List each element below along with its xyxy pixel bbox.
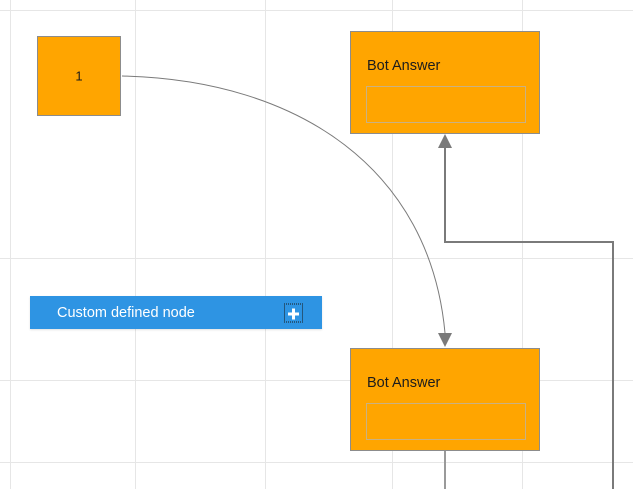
grid-line-vertical: [265, 0, 266, 489]
plus-icon[interactable]: [284, 303, 303, 322]
grid-line-horizontal: [0, 10, 633, 11]
grid-line-horizontal: [0, 380, 633, 381]
node-bot-answer-bottom[interactable]: Bot Answer: [350, 348, 540, 451]
grid-line-horizontal: [0, 258, 633, 259]
node-bot-answer-top[interactable]: Bot Answer: [350, 31, 540, 134]
node-bot-answer-top-slot[interactable]: [366, 86, 526, 123]
custom-defined-node-bar[interactable]: Custom defined node: [30, 296, 322, 329]
plus-icon-vertical-bar: [292, 308, 295, 319]
node-bot-answer-bottom-title: Bot Answer: [367, 375, 441, 391]
grid-line-horizontal: [0, 462, 633, 463]
node-bot-answer-bottom-slot[interactable]: [366, 403, 526, 440]
node-bot-answer-top-title: Bot Answer: [367, 58, 441, 74]
node-1-label: 1: [75, 68, 83, 84]
custom-defined-node-label: Custom defined node: [57, 304, 195, 321]
node-1[interactable]: 1: [37, 36, 121, 116]
grid-line-vertical: [135, 0, 136, 489]
grid-line-vertical: [10, 0, 11, 489]
